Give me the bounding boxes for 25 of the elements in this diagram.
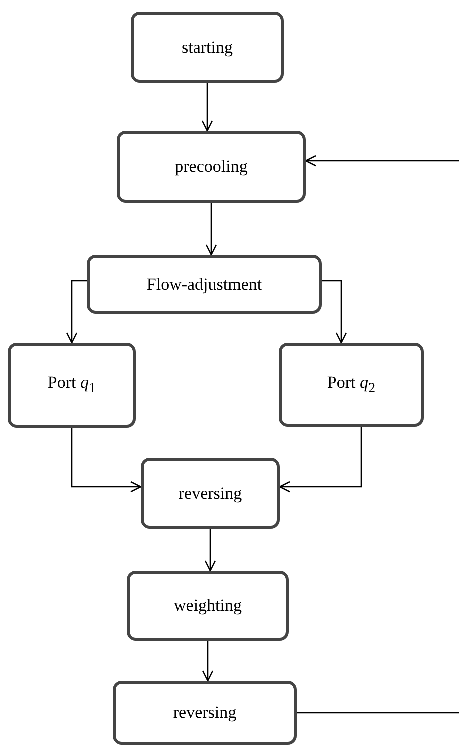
process-box [8,343,136,428]
arrow [305,155,459,167]
process-box [113,681,297,745]
process-box [141,458,280,529]
arrow [71,428,142,493]
process-box [279,343,424,427]
process-box [127,571,289,641]
step-label: Port q$_{1}$ [48,373,96,398]
process-box [117,131,306,203]
step-label: starting [182,38,233,58]
arrow [322,280,348,344]
arrow [279,427,362,493]
step-label: reversing [178,484,242,504]
step-label: precooling [175,157,248,177]
arrow [206,203,218,256]
arrow [202,641,214,682]
arrow [204,529,216,572]
step-label: Port q$_{2}$ [327,372,376,398]
step-label: Flow-adjustment [146,274,262,294]
step-label: reversing [173,703,237,723]
step-label: weighting [174,596,242,616]
process-box [131,12,284,83]
arrow [66,280,87,344]
process-box [87,255,322,314]
arrow [202,83,214,132]
